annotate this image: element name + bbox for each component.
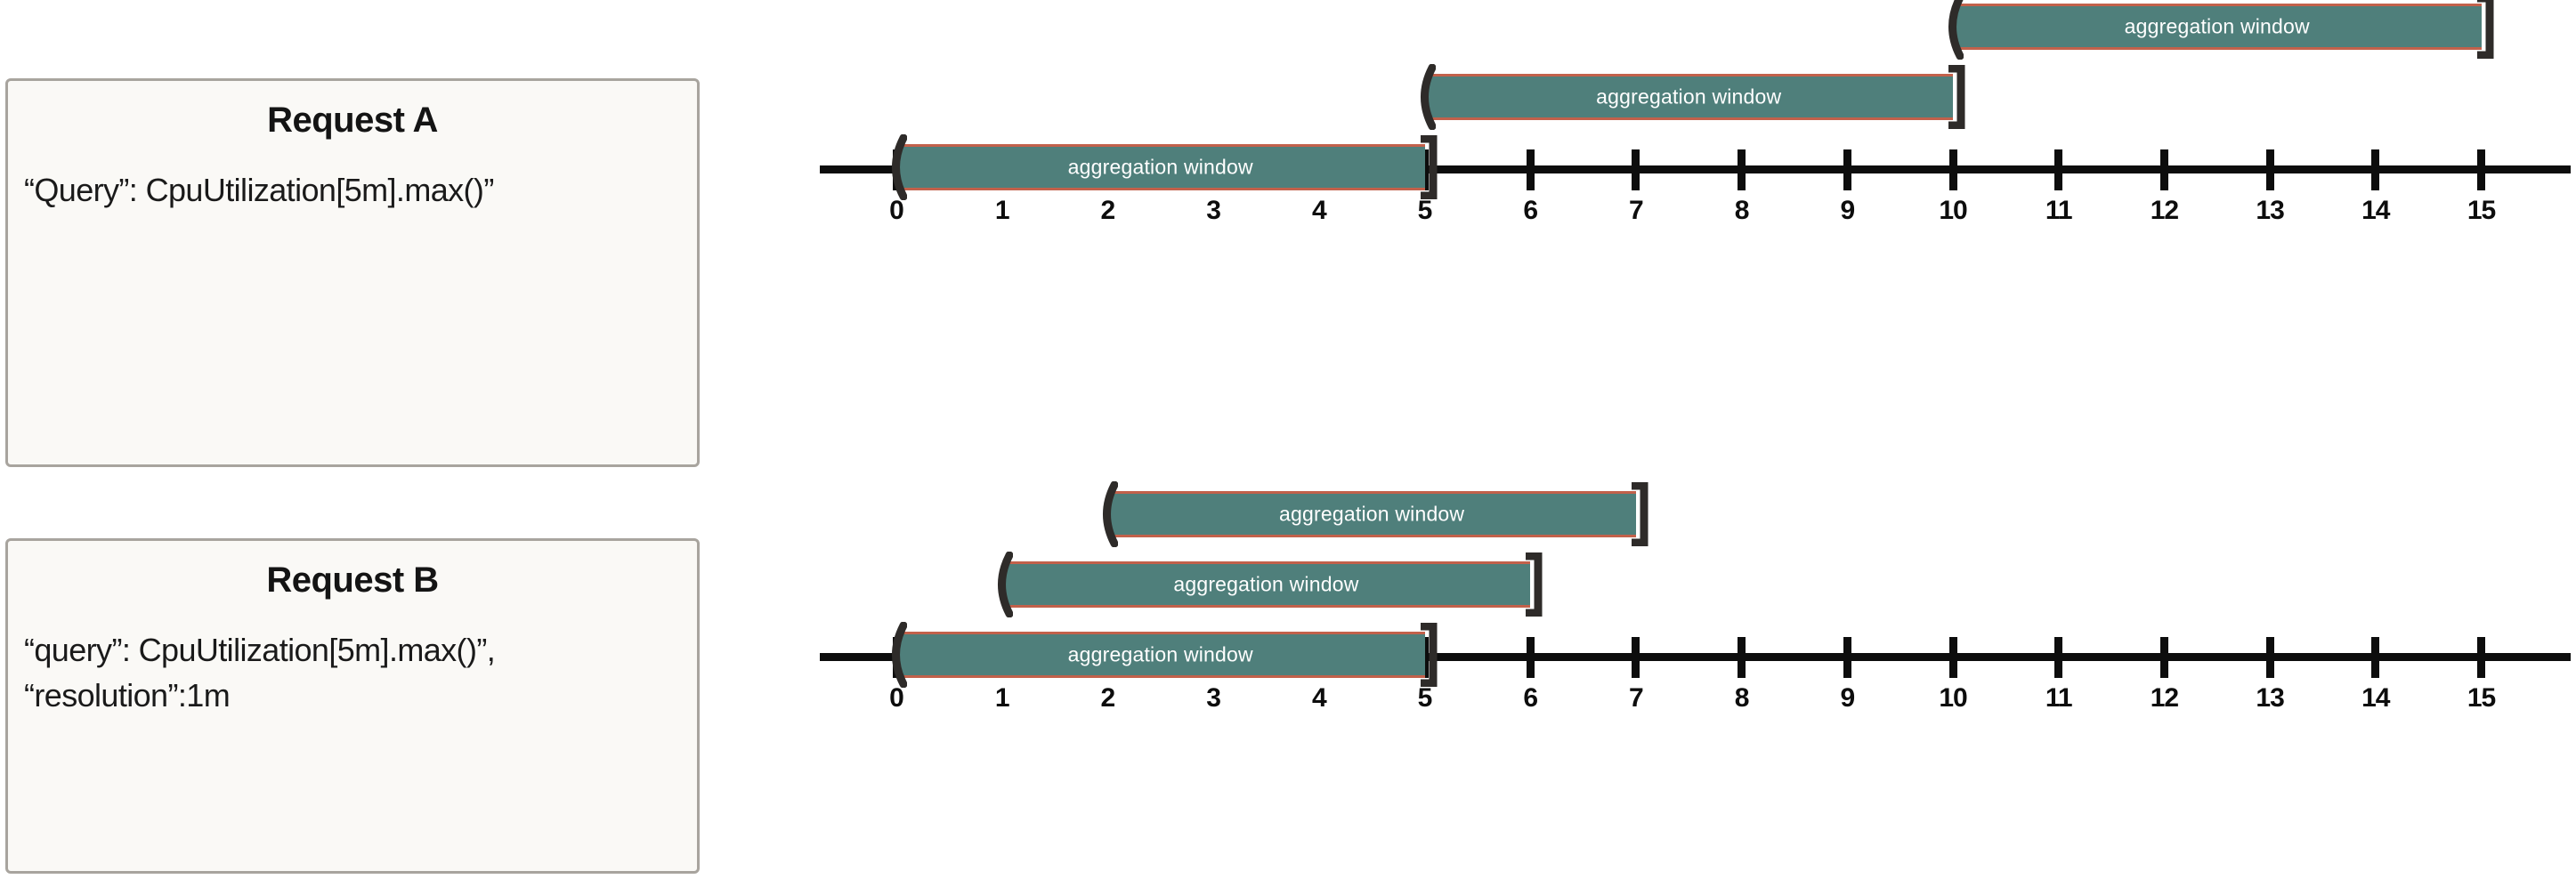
axis-tick-label: 5 xyxy=(1417,196,1433,225)
axis-tick xyxy=(2477,149,2485,190)
time-axis-line xyxy=(820,653,2571,661)
aggregation-window-bar: aggregation window xyxy=(896,632,1425,678)
axis-tick-label: 0 xyxy=(889,196,904,225)
time-axis-line xyxy=(820,165,2571,173)
aggregation-window-bar: aggregation window xyxy=(1424,74,1953,120)
axis-tick xyxy=(1632,636,1640,678)
aggregation-window-bar: aggregation window xyxy=(1001,561,1531,608)
axis-tick-label: 1 xyxy=(994,196,1010,225)
axis-tick-label: 15 xyxy=(2467,196,2496,225)
axis-tick xyxy=(2054,636,2063,678)
axis-tick-label: 8 xyxy=(1734,683,1750,713)
axis-tick-label: 7 xyxy=(1629,683,1644,713)
request-a-title: Request A xyxy=(267,101,438,140)
axis-tick-label: 2 xyxy=(1100,196,1116,225)
request-b-info-box: Request B “query”: CpuUtilization[5m].ma… xyxy=(5,538,700,874)
aggregation-window-label: aggregation window xyxy=(1067,642,1253,666)
axis-tick-label: 12 xyxy=(2150,683,2179,713)
axis-tick xyxy=(2477,636,2485,678)
axis-tick xyxy=(1843,149,1851,190)
axis-tick-label: 13 xyxy=(2256,196,2284,225)
axis-tick-label: 6 xyxy=(1523,683,1538,713)
axis-tick xyxy=(2265,149,2274,190)
aggregation-window-label: aggregation window xyxy=(1279,502,1465,526)
axis-tick-label: 13 xyxy=(2256,683,2284,713)
axis-tick-label: 0 xyxy=(889,683,904,713)
axis-tick xyxy=(1948,149,1957,190)
axis-tick xyxy=(1948,636,1957,678)
axis-tick-label: 2 xyxy=(1100,683,1116,713)
axis-tick-label: 10 xyxy=(1939,196,1967,225)
axis-tick xyxy=(1738,636,1746,678)
aggregation-window-label: aggregation window xyxy=(1173,572,1359,596)
axis-tick-label: 15 xyxy=(2467,683,2496,713)
aggregation-window-bar: aggregation window xyxy=(896,144,1425,190)
axis-tick xyxy=(2159,636,2168,678)
aggregation-window-label: aggregation window xyxy=(1067,155,1253,179)
axis-tick-label: 4 xyxy=(1311,196,1327,225)
axis-tick-label: 4 xyxy=(1311,683,1327,713)
aggregation-window-label: aggregation window xyxy=(1596,85,1782,109)
axis-tick xyxy=(1526,636,1535,678)
request-b-title: Request B xyxy=(266,560,439,600)
axis-tick-label: 12 xyxy=(2150,196,2179,225)
axis-tick-label: 14 xyxy=(2361,196,2390,225)
axis-tick-label: 3 xyxy=(1206,196,1221,225)
request-a-query-text: “Query”: CpuUtilization[5m].max()” xyxy=(24,172,494,208)
axis-tick-label: 9 xyxy=(1840,683,1855,713)
axis-tick-label: 10 xyxy=(1939,683,1967,713)
axis-tick-label: 1 xyxy=(994,683,1010,713)
axis-tick xyxy=(1526,149,1535,190)
axis-tick xyxy=(1843,636,1851,678)
axis-tick xyxy=(2265,636,2274,678)
axis-tick-label: 6 xyxy=(1523,196,1538,225)
axis-tick xyxy=(2054,149,2063,190)
axis-tick-label: 14 xyxy=(2361,683,2390,713)
axis-tick xyxy=(2371,149,2380,190)
axis-tick xyxy=(2159,149,2168,190)
axis-tick-label: 5 xyxy=(1417,683,1433,713)
request-a-info-box: Request A “Query”: CpuUtilization[5m].ma… xyxy=(5,78,700,467)
request-b-query-text: “query”: CpuUtilization[5m].max()”, “res… xyxy=(24,632,496,714)
axis-tick-label: 8 xyxy=(1734,196,1750,225)
axis-tick xyxy=(1738,149,1746,190)
axis-tick-label: 11 xyxy=(2045,683,2073,713)
aggregation-window-bar: aggregation window xyxy=(1107,491,1636,537)
aggregation-window-label: aggregation window xyxy=(2124,14,2310,38)
axis-tick xyxy=(1632,149,1640,190)
axis-tick-label: 9 xyxy=(1840,196,1855,225)
axis-tick-label: 7 xyxy=(1629,196,1644,225)
axis-tick-label: 3 xyxy=(1206,683,1221,713)
axis-tick xyxy=(2371,636,2380,678)
axis-tick-label: 11 xyxy=(2045,196,2073,225)
aggregation-window-bar: aggregation window xyxy=(1953,4,2482,50)
